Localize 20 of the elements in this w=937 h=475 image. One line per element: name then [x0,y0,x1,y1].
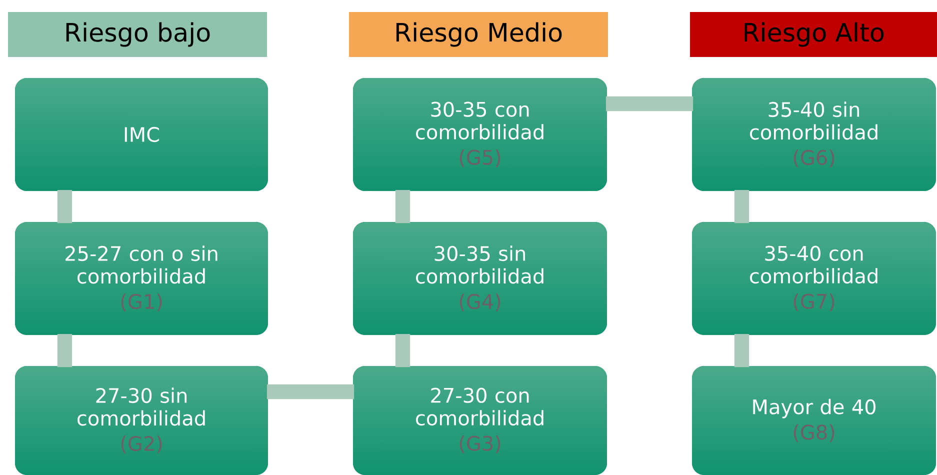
header-band: Riesgo Medio [349,12,608,57]
connector-bar [57,190,72,224]
connector-bar [266,384,354,400]
connector-bar [395,190,410,224]
group-box: IMC [15,78,268,191]
connector-bar [734,334,750,368]
group-box: 30-35 sin comorbilidad (G4) [353,222,607,335]
group-box: 35-40 con comorbilidad (G7) [692,222,936,335]
connector-bar [395,334,410,368]
connector-bar [606,96,694,112]
group-box: 25-27 con o sin comorbilidad (G1) [15,222,268,335]
group-box: Mayor de 40 (G8) [692,366,936,475]
header-band: Riesgo Alto [690,12,937,57]
group-box: 35-40 sin comorbilidad (G6) [692,78,936,191]
group-box: 27-30 sin comorbilidad (G2) [15,366,268,475]
group-box: 27-30 con comorbilidad (G3) [353,366,607,475]
header-band: Riesgo bajo [8,12,267,57]
connector-bar [57,334,72,368]
connector-bar [734,190,750,224]
group-box: 30-35 con comorbilidad (G5) [353,78,607,191]
